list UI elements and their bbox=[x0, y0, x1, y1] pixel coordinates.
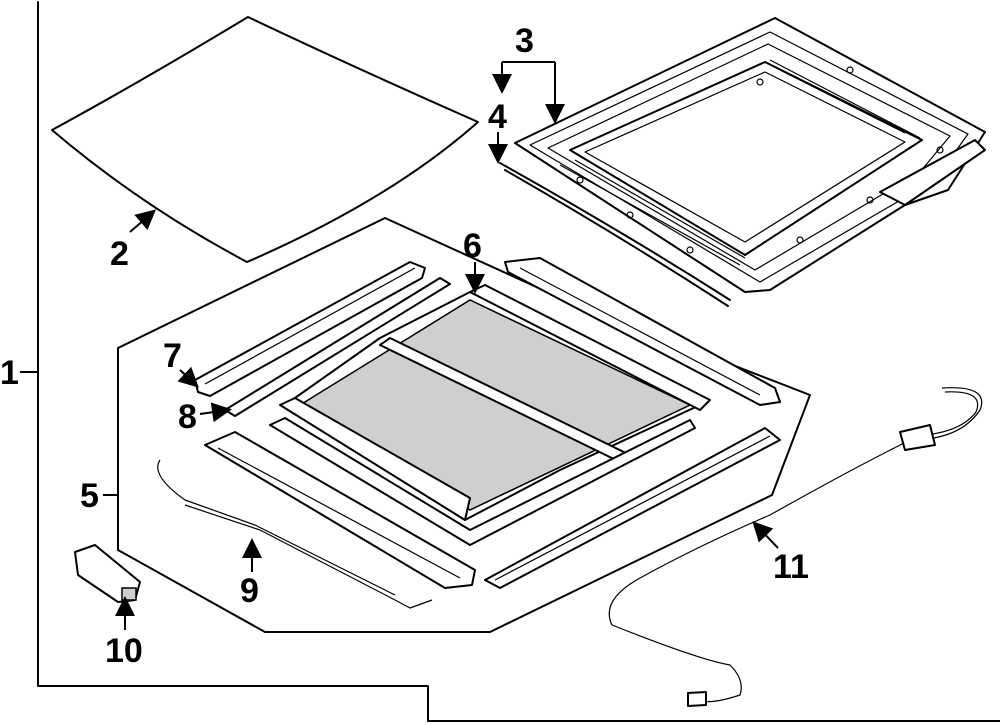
callout-3: 3 bbox=[515, 22, 534, 60]
callout-4: 4 bbox=[488, 98, 507, 136]
wiring-harness bbox=[608, 387, 983, 707]
callout-8: 8 bbox=[178, 398, 197, 436]
callout-11: 11 bbox=[773, 548, 809, 586]
front-guide-rail bbox=[484, 427, 781, 589]
sunroof-assembly-border bbox=[117, 217, 811, 633]
sunroof-motor bbox=[74, 544, 141, 603]
callout-7-leader bbox=[177, 366, 199, 388]
left-drive-mechanism bbox=[157, 431, 476, 609]
callout-6: 6 bbox=[463, 227, 482, 265]
callout-5: 5 bbox=[80, 477, 99, 515]
callout-9: 9 bbox=[240, 572, 259, 610]
callout-2-leader bbox=[129, 209, 157, 233]
glass-panel bbox=[51, 16, 479, 263]
callout-2: 2 bbox=[110, 235, 129, 273]
deflector-rail bbox=[194, 261, 426, 397]
assembly-border bbox=[37, 1, 1000, 722]
callout-10: 10 bbox=[105, 632, 143, 670]
right-guide-rail bbox=[504, 257, 781, 406]
callout-7: 7 bbox=[163, 337, 182, 375]
callout-8-leader bbox=[199, 402, 232, 423]
callout-11-leader bbox=[752, 521, 779, 549]
callout-1: 1 bbox=[0, 354, 19, 392]
roof-frame bbox=[514, 17, 986, 293]
front-seal-strip bbox=[499, 162, 731, 301]
sunshade-panel bbox=[269, 284, 711, 546]
